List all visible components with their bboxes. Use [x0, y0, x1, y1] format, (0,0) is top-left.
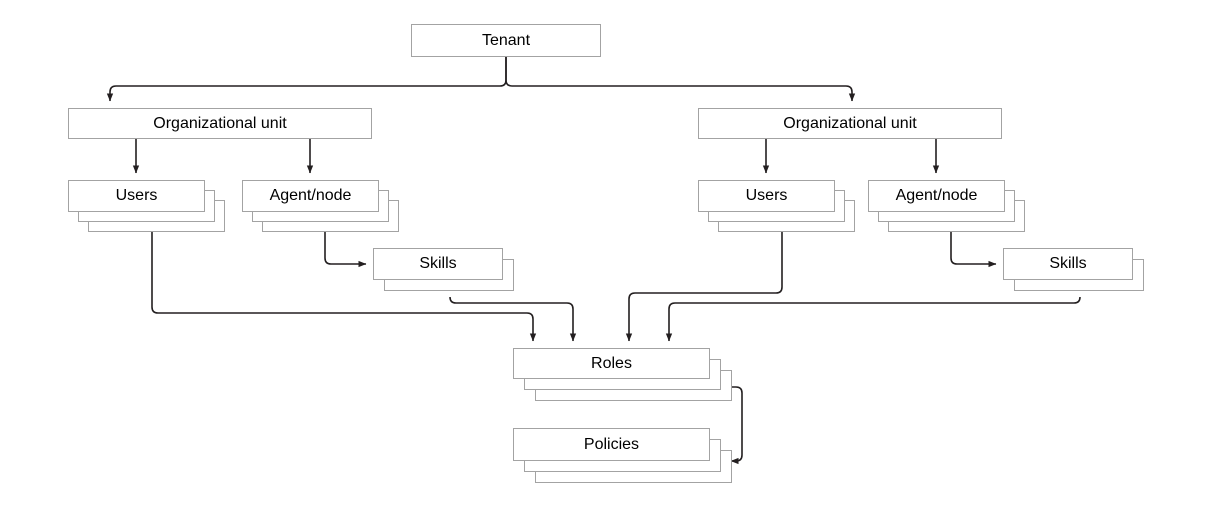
node-agent-left-label: Agent/node	[269, 187, 352, 204]
node-tenant-card[interactable]: Tenant	[411, 24, 601, 57]
node-users-left-card[interactable]: Users	[68, 180, 205, 212]
node-ou-right-label: Organizational unit	[783, 114, 917, 132]
node-roles-card[interactable]: Roles	[513, 348, 710, 379]
edge-skills-right-to-roles	[665, 296, 1081, 342]
node-users-left-label: Users	[115, 187, 158, 204]
node-skills-left-card[interactable]: Skills	[373, 248, 503, 280]
node-skills-right[interactable]: Skills	[1003, 248, 1144, 291]
node-skills-right-card[interactable]: Skills	[1003, 248, 1133, 280]
node-tenant[interactable]: Tenant	[411, 24, 601, 57]
node-roles[interactable]: Roles	[513, 348, 732, 401]
node-agent-right-card[interactable]: Agent/node	[868, 180, 1005, 212]
node-ou-left-label: Organizational unit	[153, 114, 287, 132]
edge-agent-right-to-skills-right	[950, 232, 997, 268]
node-users-left[interactable]: Users	[68, 180, 225, 232]
edge-tenant-to-ou-right	[505, 57, 856, 102]
node-ou-left[interactable]: Organizational unit	[68, 108, 372, 139]
node-policies[interactable]: Policies	[513, 428, 732, 483]
node-policies-card[interactable]: Policies	[513, 428, 710, 461]
node-agent-right[interactable]: Agent/node	[868, 180, 1025, 232]
node-agent-left[interactable]: Agent/node	[242, 180, 399, 232]
node-roles-label: Roles	[591, 354, 632, 372]
node-users-right[interactable]: Users	[698, 180, 855, 232]
node-tenant-label: Tenant	[481, 31, 531, 49]
node-policies-label: Policies	[583, 435, 640, 453]
edge-skills-left-to-roles	[449, 296, 577, 342]
edge-tenant-to-ou-left	[106, 57, 507, 102]
node-users-right-label: Users	[745, 187, 788, 204]
edge-agent-left-to-skills-left	[324, 232, 367, 268]
node-agent-left-card[interactable]: Agent/node	[242, 180, 379, 212]
node-users-right-card[interactable]: Users	[698, 180, 835, 212]
edge-users-right-to-roles	[625, 232, 783, 342]
node-skills-left-label: Skills	[419, 255, 457, 272]
node-ou-right[interactable]: Organizational unit	[698, 108, 1002, 139]
node-ou-left-card[interactable]: Organizational unit	[68, 108, 372, 139]
node-skills-left[interactable]: Skills	[373, 248, 514, 291]
node-skills-right-label: Skills	[1049, 255, 1087, 272]
node-agent-right-label: Agent/node	[895, 187, 978, 204]
node-ou-right-card[interactable]: Organizational unit	[698, 108, 1002, 139]
